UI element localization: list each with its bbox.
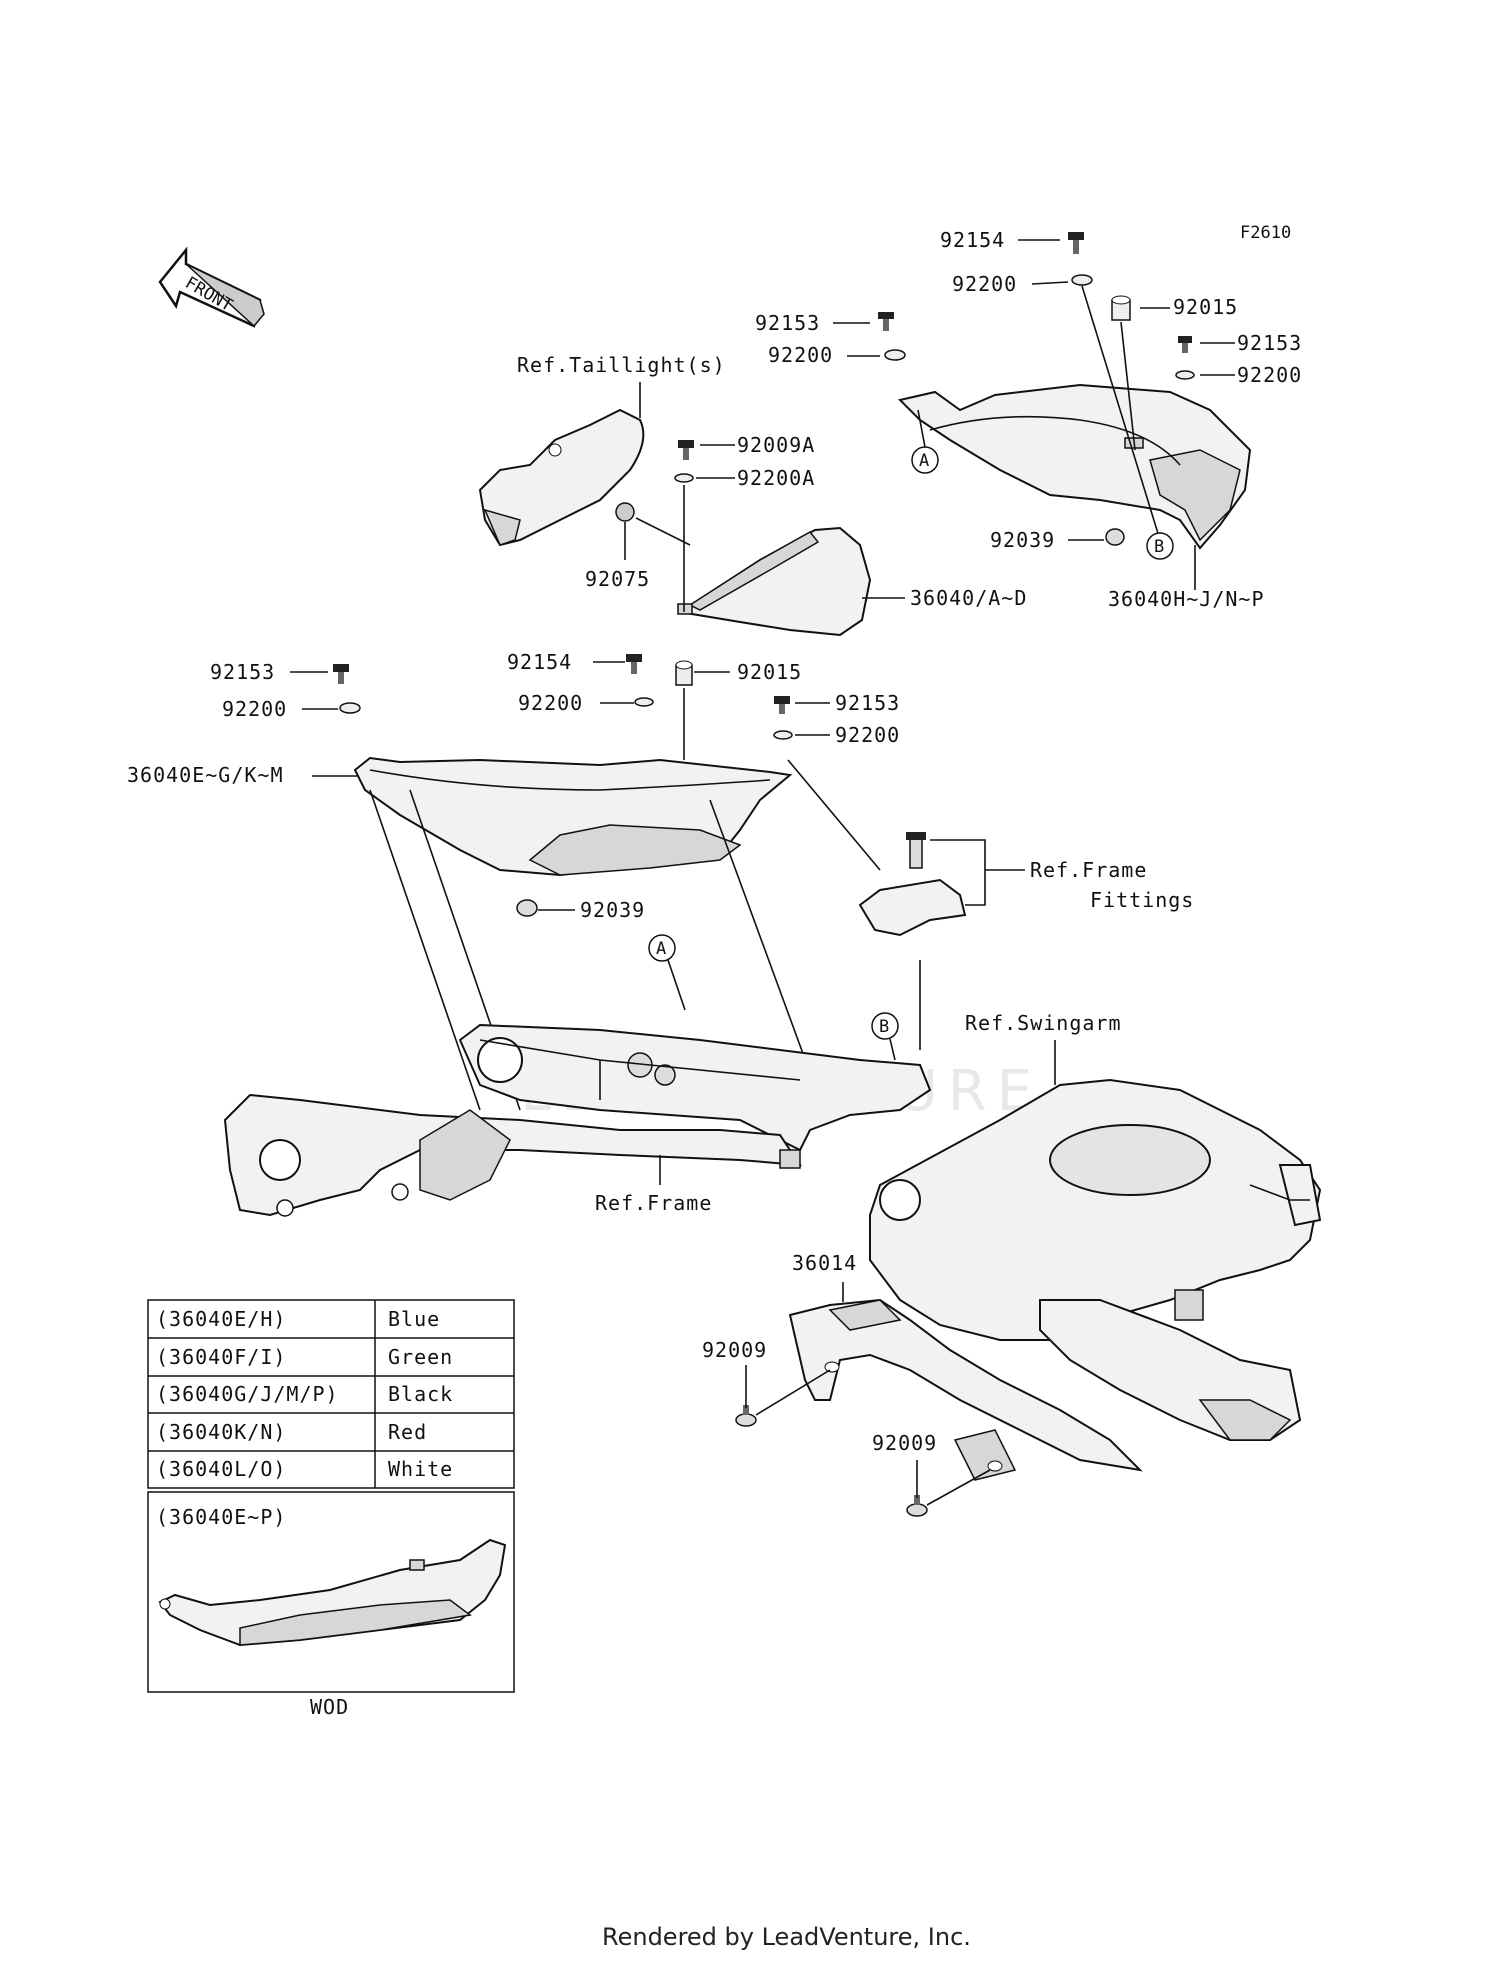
part-92200A: 92200A (737, 466, 815, 490)
part-92154-top: 92154 (940, 228, 1005, 252)
color-table-color: Green (388, 1345, 453, 1369)
part-92200-top: 92200 (952, 272, 1017, 296)
marker-a-label: A (656, 939, 666, 959)
chain-cover-36014 (788, 1298, 1143, 1481)
color-table: (36040E/H) Blue (36040F/I) Green (36040G… (147, 1299, 515, 1489)
part-92039-mid: 92039 (580, 898, 645, 922)
bolt-icon (774, 696, 790, 714)
washer-icon (884, 349, 906, 361)
part-92015-top: 92015 (1173, 295, 1238, 319)
marker-b-label: B (1154, 537, 1164, 557)
part-92200-mid: 92200 (768, 343, 833, 367)
color-table-code: (36040E/H) (156, 1307, 286, 1331)
color-table-color: Blue (388, 1307, 440, 1331)
color-table-code: (36040K/N) (156, 1420, 286, 1444)
right-tail-cover-36040H (898, 383, 1252, 550)
part-92200-right: 92200 (1237, 363, 1302, 387)
figure-code: F2610 (1240, 223, 1291, 243)
part-92200-center2: 92200 (835, 723, 900, 747)
part-92009A: 92009A (737, 433, 815, 457)
ref-swingarm: Ref.Swingarm (965, 1011, 1122, 1035)
color-table-color: Black (388, 1382, 453, 1406)
ref-frame-fittings-line2: Fittings (1090, 888, 1194, 912)
washer-icon (773, 730, 793, 740)
color-table-code: (36040G/J/M/P) (156, 1382, 339, 1406)
color-table-color: Red (388, 1420, 427, 1444)
color-table-code: (36040F/I) (156, 1345, 286, 1369)
marker-a (648, 934, 676, 962)
collar-icon (1111, 295, 1131, 321)
inset-caption: WOD (310, 1695, 349, 1719)
bolt-icon (906, 1495, 928, 1517)
grommet-icon (615, 502, 635, 522)
part-92153-right: 92153 (1237, 331, 1302, 355)
washer-icon (339, 702, 361, 714)
frame-fittings-ref (858, 832, 967, 937)
part-92015-mid: 92015 (737, 660, 802, 684)
bolt-icon (1178, 336, 1192, 353)
part-36040-A-D: 36040/A~D (910, 586, 1027, 610)
frame-ref (223, 1023, 932, 1217)
taillight-ref (478, 408, 645, 547)
ref-frame: Ref.Frame (595, 1191, 712, 1215)
bolt-icon (1068, 232, 1084, 254)
bolt-icon (735, 1405, 757, 1427)
bolt-icon (678, 440, 694, 460)
grommet-icon (1105, 528, 1125, 546)
washer-icon (634, 697, 654, 707)
ref-frame-fittings-line1: Ref.Frame (1030, 858, 1147, 882)
part-92200-center: 92200 (518, 691, 583, 715)
part-92153-center: 92153 (835, 691, 900, 715)
part-36040H: 36040H~J/N~P (1108, 587, 1265, 611)
part-92075: 92075 (585, 567, 650, 591)
part-36014: 36014 (792, 1251, 857, 1275)
front-arrow-icon: FRONT (158, 246, 265, 328)
part-92009-left: 92009 (702, 1338, 767, 1362)
top-cover-36040 (677, 526, 872, 637)
washer-icon (674, 473, 694, 483)
marker-b (871, 1012, 899, 1040)
part-92154-mid: 92154 (507, 650, 572, 674)
bolt-icon (878, 312, 894, 331)
marker-a-label: A (919, 451, 929, 471)
inset-box: (36040E~P) (147, 1491, 515, 1693)
footer-credit: Rendered by LeadVenture, Inc. (602, 1923, 971, 1951)
ref-taillight: Ref.Taillight(s) (517, 353, 726, 377)
marker-b (1146, 532, 1174, 560)
part-92039-right: 92039 (990, 528, 1055, 552)
part-92009-right: 92009 (872, 1431, 937, 1455)
bolt-icon (626, 654, 642, 674)
collar-icon (675, 660, 693, 686)
part-92153-mid: 92153 (755, 311, 820, 335)
part-36040E-M: 36040E~G/K~M (127, 763, 284, 787)
swingarm-ref (869, 1078, 1322, 1441)
part-92153-left: 92153 (210, 660, 275, 684)
washer-icon (1175, 370, 1195, 380)
color-table-color: White (388, 1457, 453, 1481)
side-cover-36040E (353, 756, 793, 877)
part-92200-left: 92200 (222, 697, 287, 721)
washer-icon (1071, 274, 1093, 286)
inset-title: (36040E~P) (156, 1505, 286, 1529)
color-table-code: (36040L/O) (156, 1457, 286, 1481)
bolt-icon (333, 664, 349, 684)
grommet-icon (516, 899, 538, 917)
marker-b-label: B (879, 1017, 889, 1037)
